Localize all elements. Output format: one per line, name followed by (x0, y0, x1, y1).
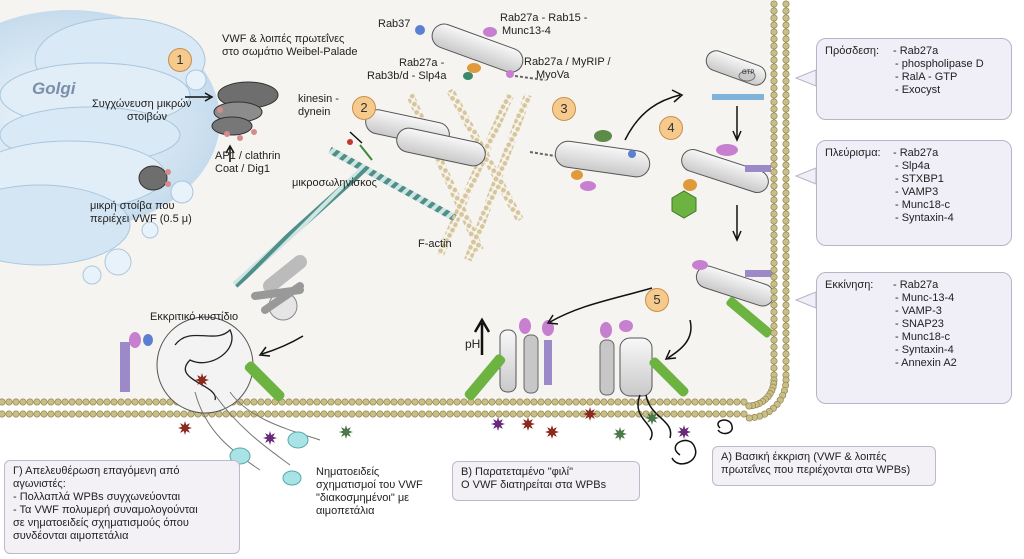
wpb-step3 (529, 130, 651, 191)
callout-tails (794, 69, 817, 309)
vwf-star (339, 425, 353, 439)
rab27a-rab3-label: Rab27a -Rab3b/d - Slp4a (367, 57, 447, 82)
kiss-box: Β) Παρατεταμένο "φιλί"Ο VWF διατηρείται … (452, 461, 640, 501)
wpb-on-microtubule (347, 109, 486, 167)
step-4-marker: 4 (659, 116, 683, 140)
vwf-star (677, 425, 691, 439)
rab37-label: Rab37 (378, 18, 411, 30)
fusing-stacks (211, 81, 279, 141)
fusion-pore-basal (599, 320, 689, 441)
step-1-marker: 1 (168, 48, 192, 72)
vwf-star (195, 373, 209, 387)
vwf-star (613, 427, 627, 441)
vwf-star (178, 421, 192, 435)
f-actin-label: F-actin (418, 238, 452, 250)
wpb-rab-complex (415, 23, 546, 81)
vwf-star (545, 425, 559, 439)
wpb-priming (692, 260, 775, 338)
kinesin-label: kinesin -dynein (298, 93, 339, 118)
rab27a-rab15-label: Rab27a - Rab15 -Munc13-4 (500, 12, 588, 37)
flow-arrows (185, 89, 742, 360)
docking-callout: Πρόσδεση:- Rab27a - phospholipase D - Ra… (816, 38, 1012, 120)
small-vwf-stack (138, 165, 171, 191)
secretory-vesicle-label: Εκκριτικό κυστίδιο (150, 311, 239, 323)
secretory-vesicle (120, 316, 321, 471)
golgi-label: Golgi (32, 79, 76, 98)
rab27a-myrip-label: Rab27a / MyRIP /MyoVa (524, 56, 611, 81)
vwf-star (583, 407, 597, 421)
step-5-marker: 5 (645, 288, 669, 312)
vwf-star (491, 417, 505, 431)
vwf-star (263, 431, 277, 445)
microtubule-label: μικροσωληνίσκος (292, 177, 377, 189)
microtubule (232, 146, 457, 321)
vwf-star (645, 411, 659, 425)
step-3-marker: 3 (552, 97, 576, 121)
priming-callout: Εκκίνηση:- Rab27a - Munc-13-4 - VAMP-3 -… (816, 272, 1012, 404)
vwf-star (521, 417, 535, 431)
vwf-particles (178, 373, 691, 445)
tethering-callout: Πλεύρισμα:- Rab27a - Slp4a - STXBP1 - VA… (816, 140, 1012, 246)
gtp-label: GTP (742, 70, 755, 76)
wpb-docking (671, 50, 771, 219)
fusion-pore-kiss (464, 317, 554, 401)
ph-label: pH (465, 337, 481, 351)
platelets (229, 431, 309, 486)
vwf-coil (671, 419, 733, 465)
step-2-marker: 2 (352, 96, 376, 120)
